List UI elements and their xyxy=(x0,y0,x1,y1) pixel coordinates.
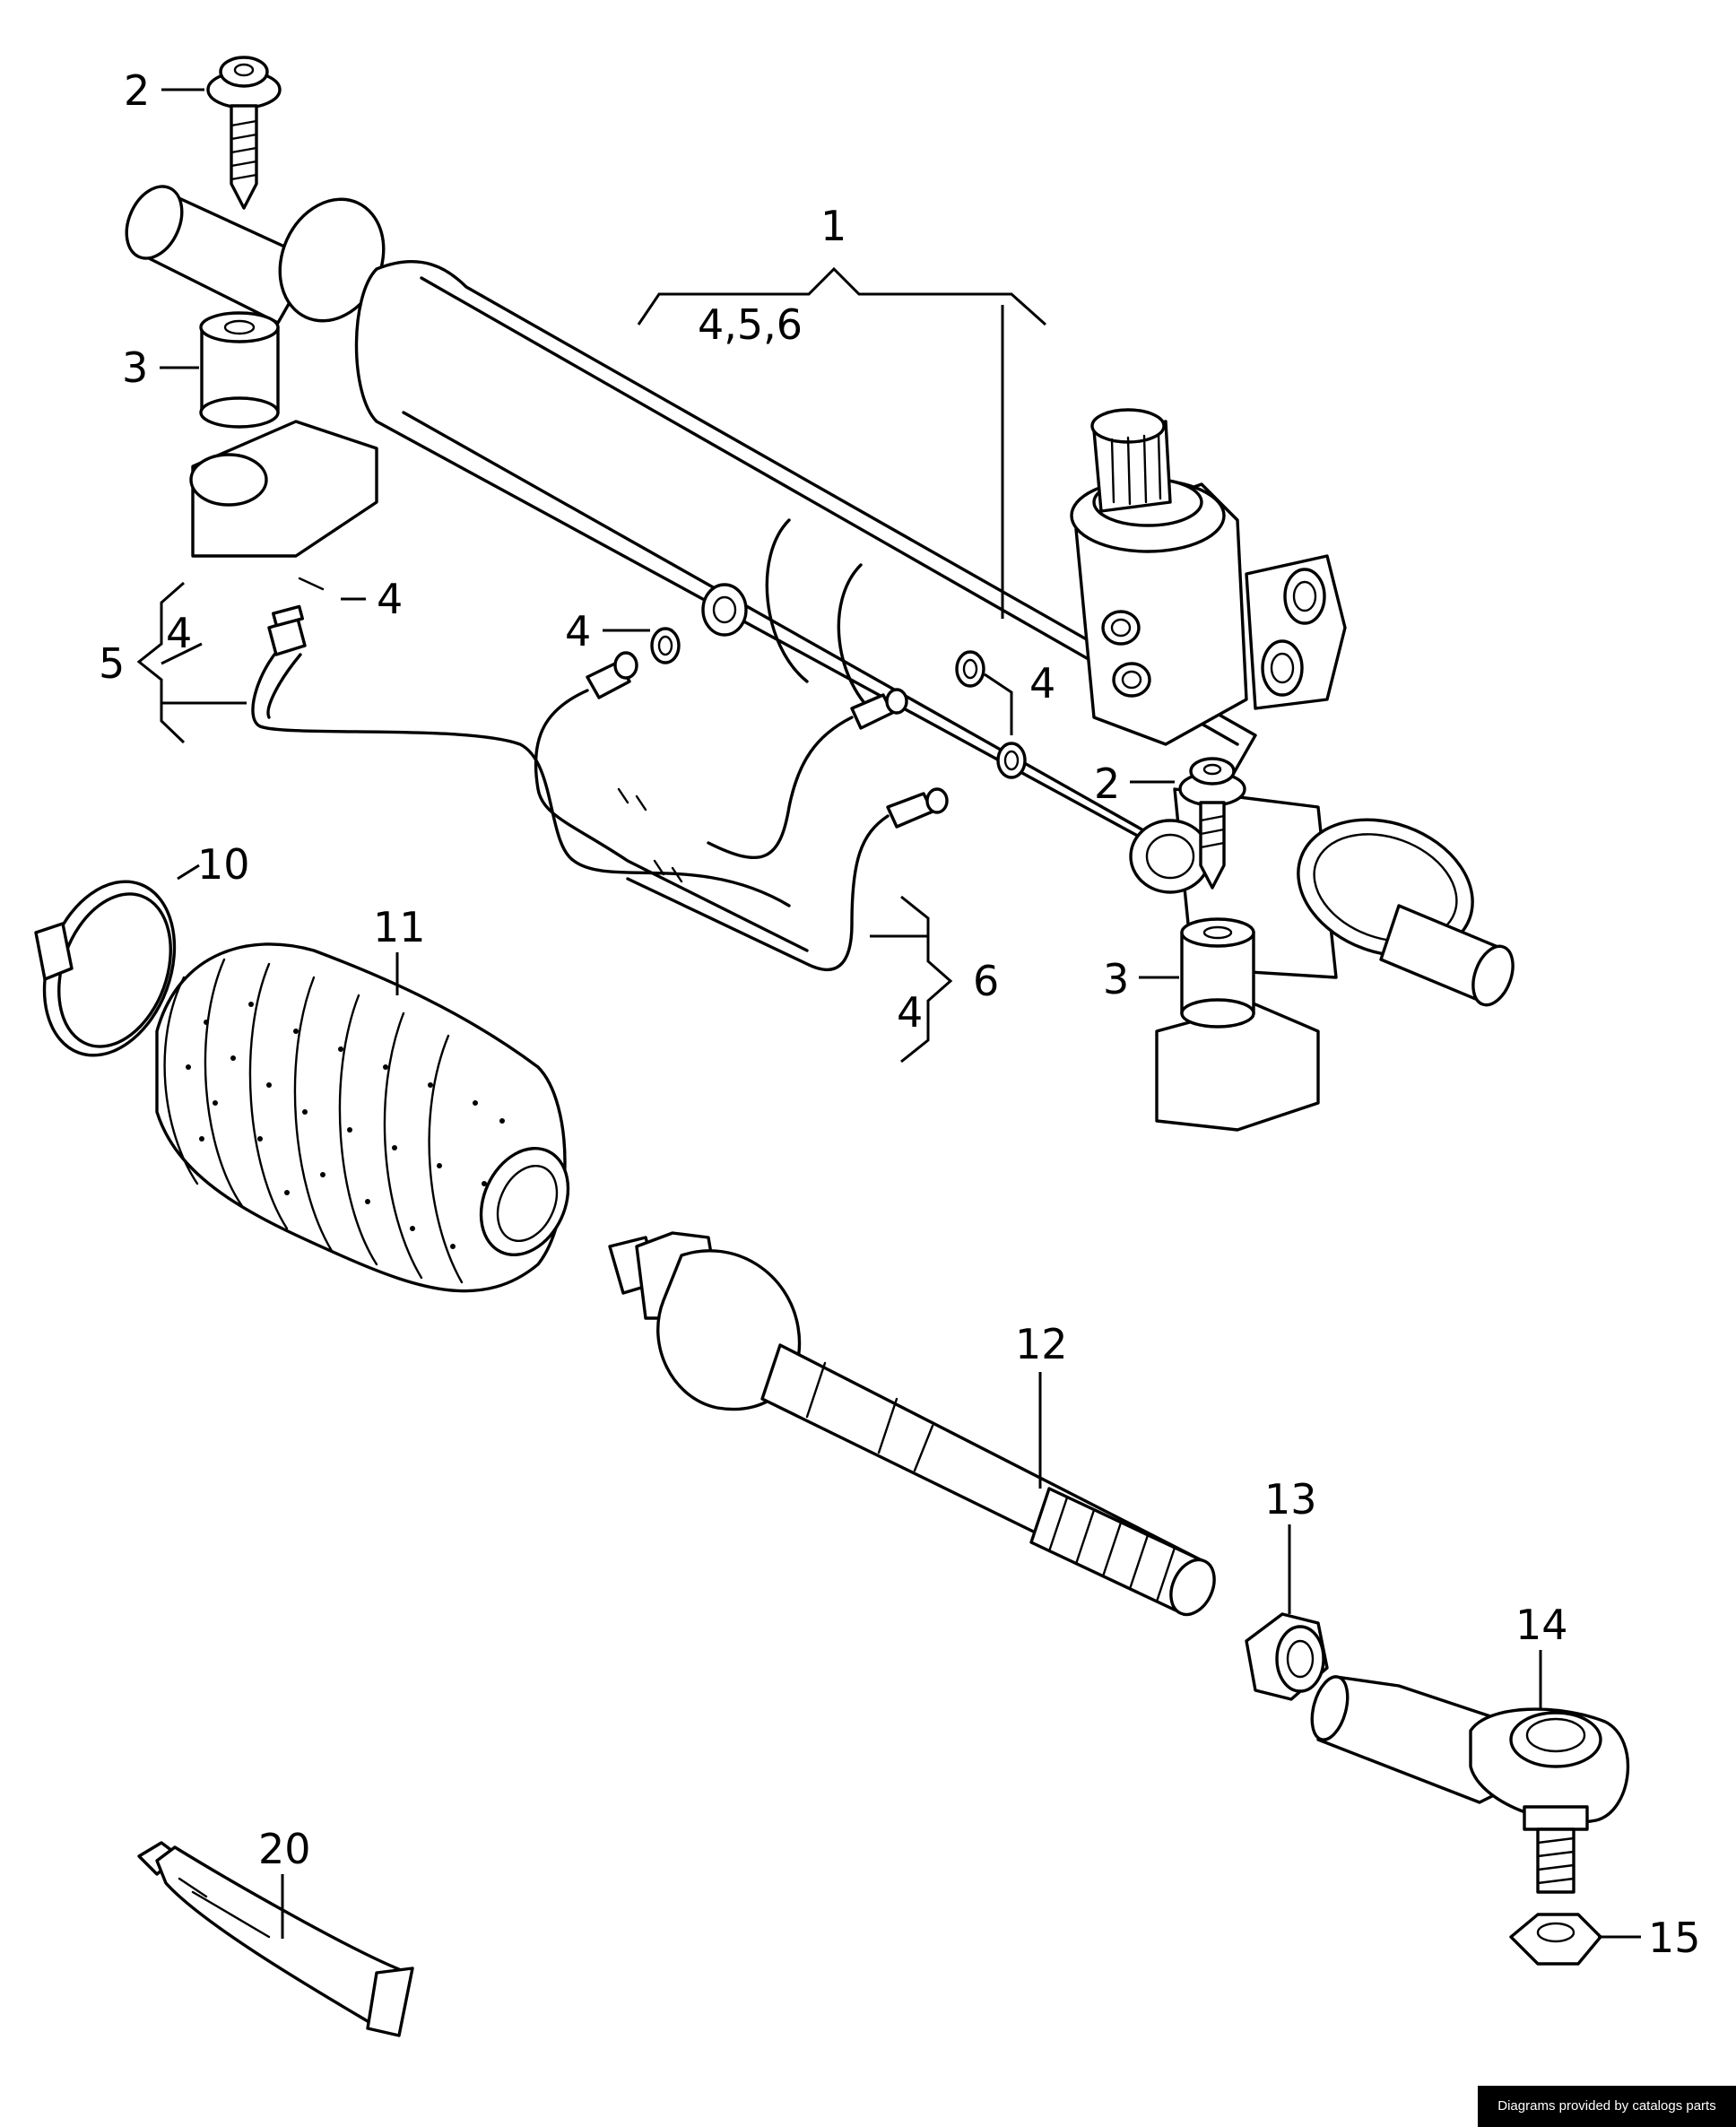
mounting-bolt-right xyxy=(1178,757,1246,890)
callout-11: 11 xyxy=(373,903,426,951)
castle-nut xyxy=(1509,1913,1602,1966)
callout-4-group5: 4 xyxy=(166,609,192,657)
callout-20: 20 xyxy=(258,1825,311,1873)
callout-13: 13 xyxy=(1264,1475,1317,1524)
lock-nut xyxy=(1245,1612,1329,1701)
callout-4-clip: 4 xyxy=(377,575,403,623)
callout-3-right: 3 xyxy=(1103,955,1129,1003)
callout-2-top: 2 xyxy=(124,66,150,115)
callout-15: 15 xyxy=(1648,1914,1701,1962)
hydraulic-line-5 xyxy=(251,577,791,907)
callout-5: 5 xyxy=(99,639,125,688)
callout-3-left: 3 xyxy=(122,343,148,392)
callout-2-right: 2 xyxy=(1094,760,1120,808)
callout-labels: 1 4,5,6 2 2 3 3 4 4 4 4 4 5 6 10 11 12 1… xyxy=(99,66,1701,1962)
boot-clamp xyxy=(34,880,177,1057)
callout-1-subparts: 4,5,6 xyxy=(698,300,803,349)
callout-14: 14 xyxy=(1515,1601,1568,1649)
sealing-washers xyxy=(650,627,1027,779)
callout-leaders xyxy=(136,88,1641,1939)
callout-4-washer: 4 xyxy=(1029,659,1055,708)
callout-4-group6: 4 xyxy=(897,988,923,1037)
diagram-credit-footer: Diagrams provided by catalogs parts xyxy=(1478,2086,1736,2127)
callout-10: 10 xyxy=(197,840,250,889)
hydraulic-line-6 xyxy=(534,651,949,972)
callout-6: 6 xyxy=(973,957,999,1005)
bushing-right xyxy=(1180,917,1255,1029)
tie-rod-end xyxy=(1310,1675,1630,1894)
inner-tie-rod xyxy=(608,1231,1216,1617)
callout-12: 12 xyxy=(1015,1320,1068,1368)
boot-texture-dots xyxy=(186,1002,505,1249)
bushing-left xyxy=(199,311,280,429)
callout-4-bolt: 4 xyxy=(565,607,591,655)
callout-1: 1 xyxy=(820,202,846,250)
steering-boot xyxy=(155,942,570,1293)
mounting-bolt-top xyxy=(206,56,282,210)
